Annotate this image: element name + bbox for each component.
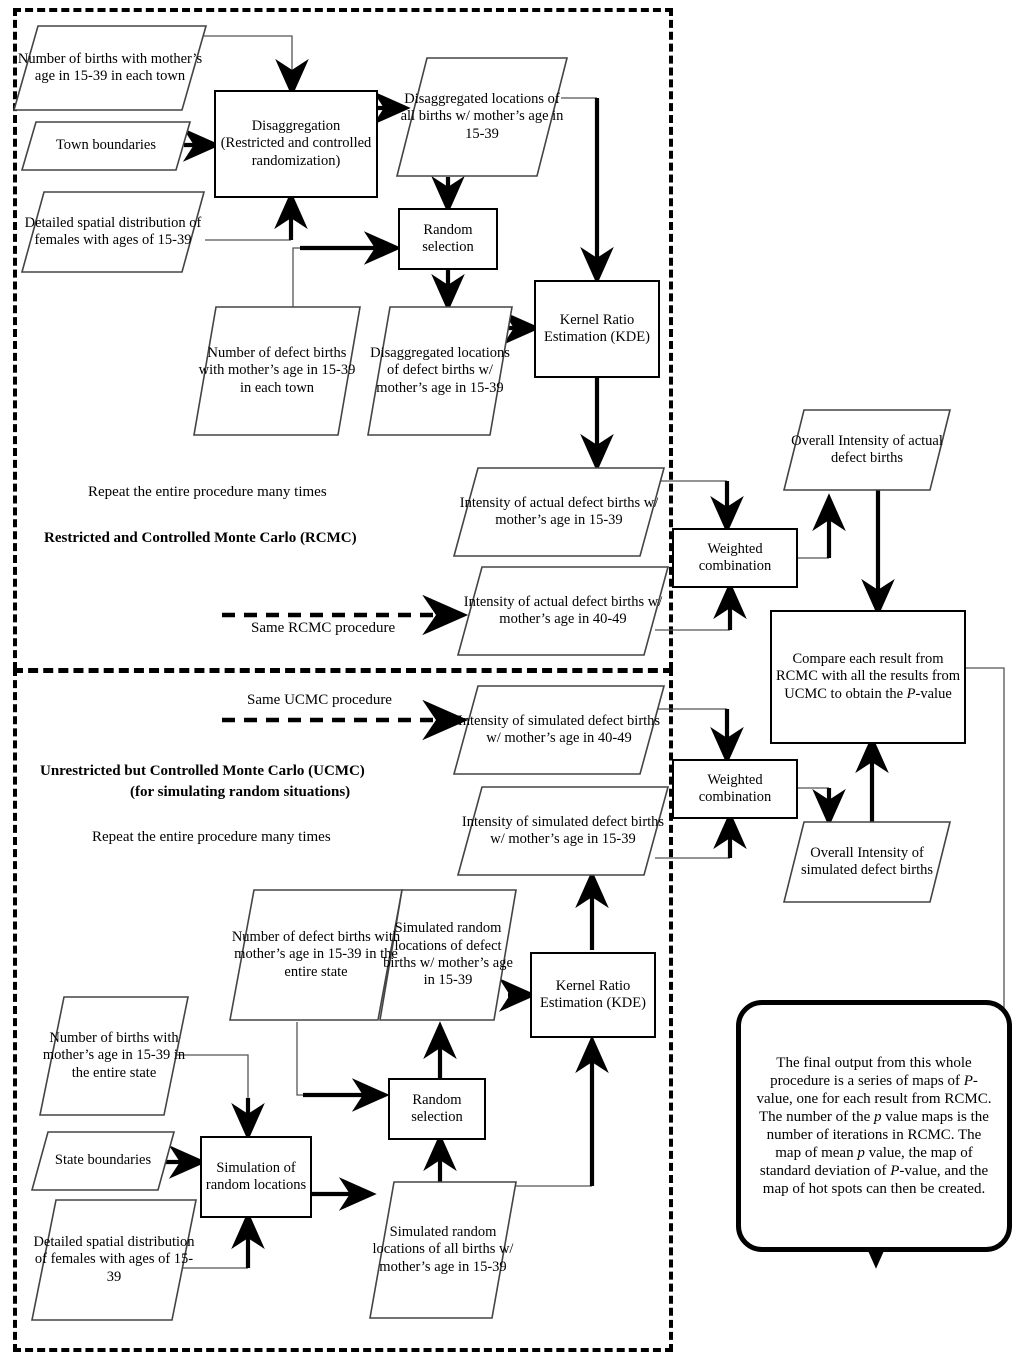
parallelogram-shape [456,566,670,656]
parallelogram-shape [369,1181,517,1319]
node-label: Disaggregation (Restricted and controlle… [220,117,372,169]
label-repeat-rcmc: Repeat the entire procedure many times [88,484,327,500]
node-births-town[interactable]: Number of births with mother’s age in 15… [12,24,208,112]
parallelogram-shape [193,306,361,436]
node-label: Intensity of actual defect births w/ mot… [459,494,659,528]
node-label: Number of births with mother’s age in 15… [17,50,203,84]
parallelogram-shape [452,685,666,775]
node-label: Overall Intensity of simulated defect bi… [800,844,934,878]
parallelogram-shape [456,786,670,876]
parallelogram-shape [367,306,513,436]
node-simulation-random[interactable]: Simulation of random locations [200,1136,312,1218]
node-intensity-sim-4049[interactable]: Intensity of simulated defect births w/ … [452,684,666,776]
node-kde-top[interactable]: Kernel Ratio Estimation (KDE) [534,280,660,378]
node-final-output[interactable]: The final output from this whole procedu… [736,1000,1012,1252]
node-label: Kernel Ratio Estimation (KDE) [544,311,650,345]
node-label: Compare each result from RCMC with all t… [775,650,961,702]
node-females-spatial-2[interactable]: Detailed spatial distribution of females… [30,1198,198,1322]
node-town-boundaries[interactable]: Town boundaries [20,120,192,172]
parallelogram-shape [20,121,192,171]
node-compare[interactable]: Compare each result from RCMC with all t… [770,610,966,744]
node-label: Detailed spatial distribution of females… [33,1233,195,1285]
node-kde-bottom[interactable]: Kernel Ratio Estimation (KDE) [530,952,656,1038]
parallelogram-shape [30,1131,176,1191]
node-overall-simulated[interactable]: Overall Intensity of simulated defect bi… [782,820,952,904]
parallelogram-shape [782,821,952,903]
node-label: Random selection [411,1091,463,1125]
rcmc-region-border [13,8,673,670]
node-females-spatial[interactable]: Detailed spatial distribution of females… [20,190,206,274]
label-same-ucmc: Same UCMC procedure [247,692,392,708]
parallelogram-shape [395,57,569,177]
node-sim-defect-locations[interactable]: Simulated random locations of defect bir… [378,888,518,1022]
node-label: Weighted combination [698,771,772,805]
node-births-state[interactable]: Number of births with mother’s age in 15… [38,995,190,1117]
node-label: State boundaries [54,1152,152,1169]
node-disaggregation[interactable]: Disaggregation (Restricted and controlle… [214,90,378,198]
node-label: Simulated random locations of defect bir… [383,920,513,989]
node-label: Simulation of random locations [205,1159,307,1193]
node-disagg-defect-births[interactable]: Disaggregated locations of defect births… [366,305,514,437]
parallelogram-shape [452,467,666,557]
parallelogram-shape [39,996,189,1116]
node-label: Kernel Ratio Estimation (KDE) [540,977,646,1011]
node-label: Intensity of actual defect births w/ mot… [463,593,663,627]
node-random-selection-top[interactable]: Random selection [398,208,498,270]
node-weighted-combination-top[interactable]: Weighted combination [672,528,798,588]
label-ucmc-title-line2: (for simulating random situations) [130,784,351,800]
node-label: Weighted combination [698,540,772,574]
node-label: Town boundaries [55,137,157,154]
node-intensity-actual-1539[interactable]: Intensity of actual defect births w/ mot… [452,466,666,558]
label-repeat-ucmc: Repeat the entire procedure many times [92,829,331,845]
node-label: The final output from this whole procedu… [756,1055,992,1197]
node-label: Intensity of simulated defect births w/ … [461,813,665,847]
node-intensity-actual-4049[interactable]: Intensity of actual defect births w/ mot… [456,565,670,657]
node-state-boundaries[interactable]: State boundaries [30,1130,176,1192]
node-label: Disaggregated locations of all births w/… [400,90,564,142]
node-label: Number of defect births with mother’s ag… [198,344,356,396]
node-defect-births-town[interactable]: Number of defect births with mother’s ag… [192,305,362,437]
parallelogram-shape [229,889,403,1021]
parallelogram-shape [782,409,952,491]
node-label: Simulated random locations of all births… [372,1223,514,1275]
parallelogram-shape [379,889,517,1021]
region-divider [13,668,673,673]
node-sim-all-births[interactable]: Simulated random locations of all births… [368,1180,518,1320]
node-label: Number of births with mother’s age in 15… [42,1029,186,1081]
label-ucmc-title-line1: Unrestricted but Controlled Monte Carlo … [40,763,365,779]
label-rcmc-title: Restricted and Controlled Monte Carlo (R… [44,530,357,546]
parallelogram-shape [12,25,208,111]
node-random-selection-bottom[interactable]: Random selection [388,1078,486,1140]
ucmc-region-border [13,668,673,1352]
node-overall-actual[interactable]: Overall Intensity of actual defect birth… [782,408,952,492]
node-label: Random selection [422,221,474,255]
node-label: Overall Intensity of actual defect birth… [791,432,943,466]
node-weighted-combination-bottom[interactable]: Weighted combination [672,759,798,819]
node-defect-births-state[interactable]: Number of defect births with mother’s ag… [228,888,404,1022]
node-label: Intensity of simulated defect births w/ … [457,712,661,746]
parallelogram-shape [31,1199,197,1321]
node-intensity-sim-1539[interactable]: Intensity of simulated defect births w/ … [456,785,670,877]
node-label: Number of defect births with mother’s ag… [231,928,401,980]
node-label: Detailed spatial distribution of females… [24,214,202,248]
node-label: Disaggregated locations of defect births… [370,344,510,396]
label-same-rcmc: Same RCMC procedure [251,620,396,636]
parallelogram-shape [20,191,206,273]
node-disagg-all-births[interactable]: Disaggregated locations of all births w/… [395,56,569,178]
